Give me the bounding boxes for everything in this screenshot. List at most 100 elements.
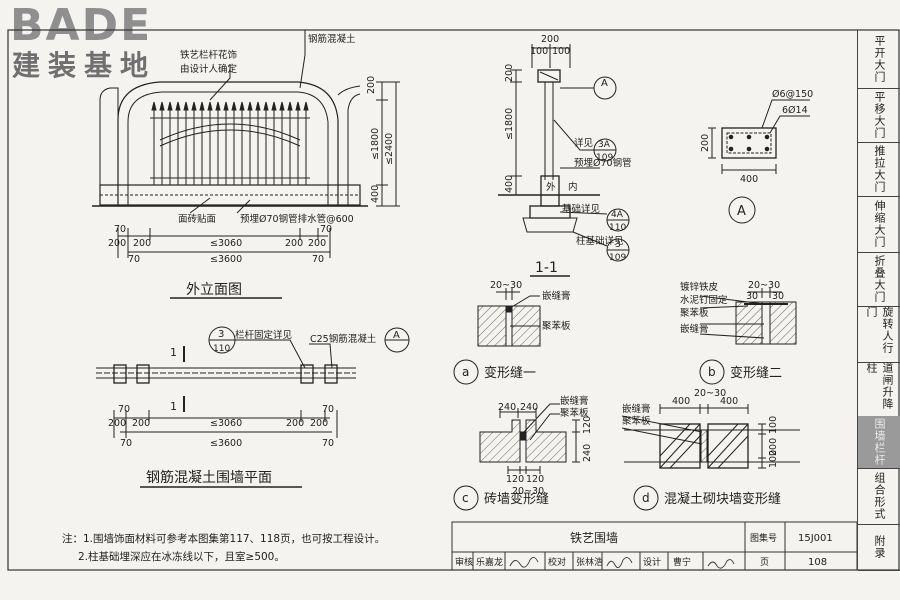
fence-spear <box>303 101 309 111</box>
tb-checker: 张林浩 <box>576 556 603 568</box>
plan-post-2 <box>136 364 150 384</box>
ja-l2: 聚苯板 <box>542 320 571 332</box>
elev-dim-h2-2: 70 <box>312 254 324 265</box>
tb-page: 108 <box>808 557 827 568</box>
sidebar-tab-label: 旋转人行门 <box>865 306 894 354</box>
sec-3-label: 柱基础详见 <box>576 235 624 247</box>
plan-dim-h2-2: 70 <box>322 438 334 449</box>
note-2: 2.柱基础埋深应在冰冻线以下，且室≥500。 <box>78 551 285 563</box>
sec-outside: 外 <box>546 181 556 193</box>
sidebar-tab-1[interactable]: 平移大门 <box>858 88 900 143</box>
sidebar-tab-label: 道闸升降柱 <box>865 362 894 410</box>
plan-dim-h1-2: 200 <box>108 418 126 429</box>
jb-l4: 嵌缝膏 <box>680 323 709 335</box>
detA-label: A <box>737 204 746 219</box>
tb-atlas-label: 图集号 <box>750 532 777 544</box>
jc-title: 砖墙变形缝 <box>484 491 549 507</box>
elev-dim-h1-3: 200 <box>133 238 151 249</box>
jd-dim-side-2: 100 <box>768 450 779 468</box>
elev-dim-h1-1: 70 <box>320 224 332 235</box>
detA-rebar-1: Ø6@150 <box>772 89 813 100</box>
tb-reviewer: 乐嘉龙 <box>476 556 503 568</box>
logo: BADE 建装基地 <box>6 2 186 86</box>
elev-dim-h1-5: 200 <box>285 238 303 249</box>
joint-b-badge-circle <box>699 359 725 385</box>
jb-title: 变形缝二 <box>730 365 782 381</box>
elev-dim-h1-0: 70 <box>114 224 126 235</box>
jb-badge: b <box>708 365 716 379</box>
jd-l1: 嵌缝膏 <box>622 403 651 415</box>
jd-dim-side-1: 200 <box>768 438 779 456</box>
elevation-view <box>92 30 400 299</box>
elev-title: 外立面图 <box>186 282 242 298</box>
tb-page-label: 页 <box>760 557 769 568</box>
elev-dim-h1-4: ≤3060 <box>210 238 242 249</box>
tb-atlas: 15J001 <box>798 533 833 544</box>
sheet-border <box>7 29 900 571</box>
sidebar-tab-8[interactable]: 组合形式 <box>858 468 900 525</box>
tb-check: 校对 <box>548 556 566 568</box>
fence-spear <box>295 101 301 111</box>
plan-title: 钢筋混凝土围墙平面 <box>146 469 272 486</box>
elev-callout-fence-2: 由设计人确定 <box>180 63 238 75</box>
detA-dim-h: 200 <box>700 134 711 152</box>
plan-dim-h1-4: ≤3060 <box>210 418 242 429</box>
signature-2 <box>606 557 633 569</box>
plan-dim-h1-5: 200 <box>286 418 304 429</box>
plan-section-ref: A <box>393 330 400 341</box>
jc-dim-bot-1: 120 <box>526 474 544 485</box>
plan-dim-h2-0: 70 <box>120 438 132 449</box>
sec-title: 1-1 <box>535 260 558 276</box>
plan-detail-num: 3 <box>218 329 224 340</box>
signature-3 <box>707 559 735 569</box>
jb-l3: 聚苯板 <box>680 307 709 319</box>
elev-dim-h1-6: 200 <box>308 238 326 249</box>
joint-b-view <box>699 288 797 385</box>
plan-dim-h1-3: 200 <box>132 418 150 429</box>
tb-title: 铁艺围墙 <box>570 531 618 545</box>
jc-dim-top-1: 240 <box>520 402 538 413</box>
ja-title: 变形缝一 <box>484 365 536 381</box>
jc-l2: 聚苯板 <box>560 407 589 419</box>
sec-dim-v-1: ≤1800 <box>504 108 515 140</box>
sec-3A-num: 3A <box>598 140 611 150</box>
elev-dim-v-2: 400 <box>370 185 381 203</box>
section-cap <box>537 69 561 83</box>
sidebar-tab-2[interactable]: 推拉大门 <box>858 142 900 197</box>
fence-spear <box>151 101 157 111</box>
tb-design: 设计 <box>643 556 661 568</box>
fence-spear <box>239 101 245 111</box>
sec-dim-top-2: 100 <box>552 46 570 57</box>
fence-spear <box>199 101 205 111</box>
sidebar-tab-4[interactable]: 折叠大门 <box>858 252 900 307</box>
tb-designer: 曹宁 <box>673 556 691 568</box>
jc-l1: 嵌缝膏 <box>560 395 589 407</box>
fence-spear <box>159 101 165 111</box>
sidebar-tab-3[interactable]: 伸缩大门 <box>858 196 900 253</box>
sec-ref-A: A <box>601 78 608 89</box>
sec-dim-v-2: 400 <box>504 175 515 193</box>
ja-dim: 20~30 <box>490 280 522 291</box>
joint-c-view <box>453 403 580 511</box>
logo-sub: 建装基地 <box>12 49 157 82</box>
left-arch <box>117 81 298 205</box>
sidebar-tab-0[interactable]: 平开大门 <box>858 30 900 89</box>
fence-spear <box>207 101 213 111</box>
sidebar-tab-7[interactable]: 围墙栏杆 <box>858 416 900 469</box>
fence-spear <box>167 101 173 111</box>
sec-4A-num: 4A <box>611 210 624 220</box>
sec-4A-page: 110 <box>609 223 626 233</box>
sidebar-tab-9[interactable]: 附录 <box>858 524 900 571</box>
sidebar-tab-label: 围墙栏杆 <box>873 418 886 466</box>
sidebar-tab-label: 平开大门 <box>873 35 886 83</box>
fence-spear <box>247 101 253 111</box>
detA-dim-w: 400 <box>740 174 758 185</box>
logo-brand: BADE <box>10 0 153 51</box>
jc-dim-bot-2: 20~30 <box>512 486 544 497</box>
sec-dim-v-0: 200 <box>504 64 515 82</box>
sidebar-tab-6[interactable]: 道闸升降柱 <box>858 362 900 417</box>
sidebar-tab-5[interactable]: 旋转人行门 <box>858 306 900 363</box>
left-pillar <box>99 87 119 206</box>
beam-section <box>721 127 777 159</box>
